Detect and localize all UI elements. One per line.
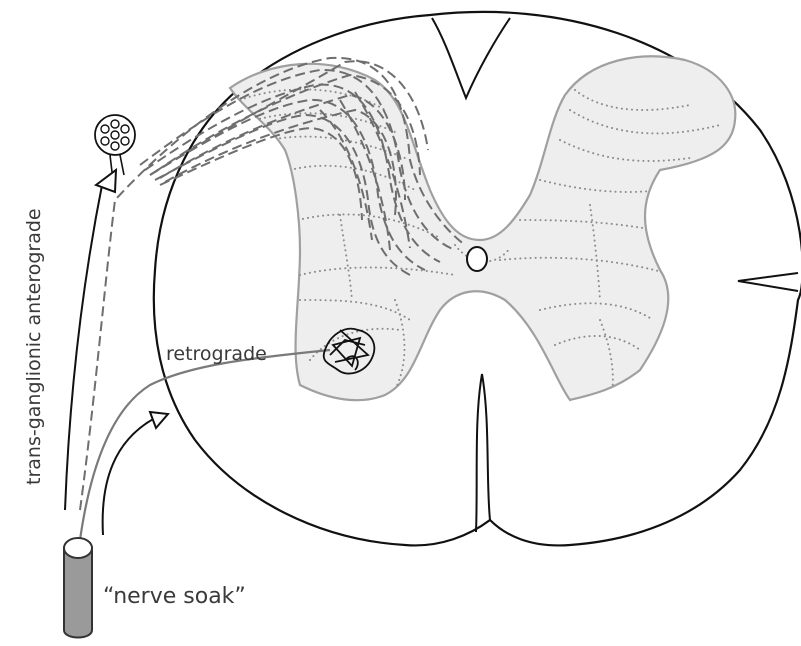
nerve-soak-tube bbox=[64, 538, 92, 638]
retrograde-label: retrograde bbox=[166, 343, 267, 365]
trans-ganglionic-anterograde-label: trans-ganglionic anterograde bbox=[23, 208, 45, 485]
nerve-soak-label: “nerve soak” bbox=[103, 584, 246, 609]
central-canal bbox=[467, 247, 487, 271]
dorsal-root-ganglion bbox=[95, 115, 135, 175]
retrograde-arrowhead bbox=[150, 412, 168, 428]
anterograde-arrowhead bbox=[96, 170, 116, 192]
retrograde-arrow-shaft bbox=[103, 418, 155, 535]
